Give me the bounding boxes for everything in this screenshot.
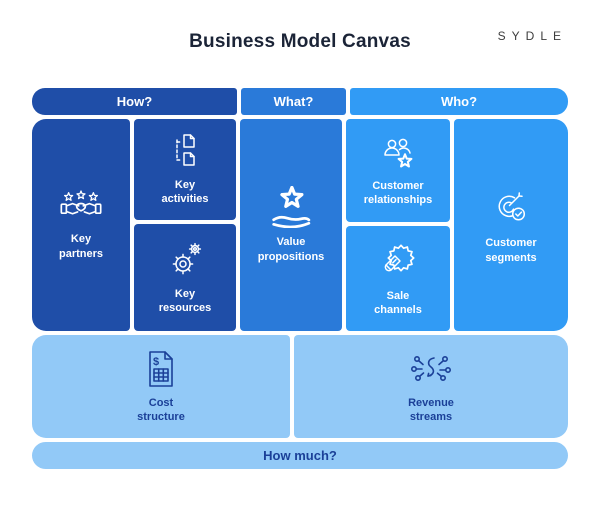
block-label: Revenue streams <box>408 396 454 423</box>
block-label: Customer relationships <box>363 179 433 206</box>
dollar-network-icon <box>410 355 452 381</box>
hand-star-icon <box>272 186 311 229</box>
documents-flow-icon <box>176 133 195 166</box>
people-star-icon <box>384 138 413 168</box>
block-cost-structure: $ Cost structure <box>32 335 290 438</box>
block-key-activities: Key activities <box>134 119 236 220</box>
block-label: Cost structure <box>137 396 185 423</box>
megaphone-burst-icon <box>384 244 415 272</box>
block-sale-channels: Sale channels <box>346 226 450 331</box>
svg-text:$: $ <box>153 356 159 368</box>
block-label: Value propositions <box>257 236 325 263</box>
block-label: Key activities <box>161 178 209 205</box>
page-title: Business Model Canvas <box>189 31 411 52</box>
invoice-dollar-icon: $ <box>149 350 173 387</box>
canvas-board: How? What? Who? Key partners <box>32 88 568 469</box>
target-check-icon <box>498 192 526 221</box>
block-label: Sale channels <box>374 289 422 316</box>
block-label: Customer segments <box>485 237 537 264</box>
handshake-stars-icon <box>60 190 102 215</box>
question-how-much: How much? <box>32 442 568 469</box>
block-label: Key partners <box>58 233 104 260</box>
block-customer-relationships: Customer relationships <box>346 119 450 222</box>
question-how: How? <box>32 88 237 115</box>
question-what: What? <box>241 88 346 115</box>
question-who: Who? <box>350 88 568 115</box>
block-value-propositions: Value propositions <box>240 119 342 331</box>
gears-icon <box>172 242 202 275</box>
block-key-resources: Key resources <box>134 224 236 331</box>
block-label: Key resources <box>158 287 212 314</box>
block-revenue-streams: Revenue streams <box>294 335 568 438</box>
block-customer-segments: Customer segments <box>454 119 568 331</box>
block-key-partners: Key partners <box>32 119 130 331</box>
sydle-logo: SYDLE <box>497 29 567 43</box>
